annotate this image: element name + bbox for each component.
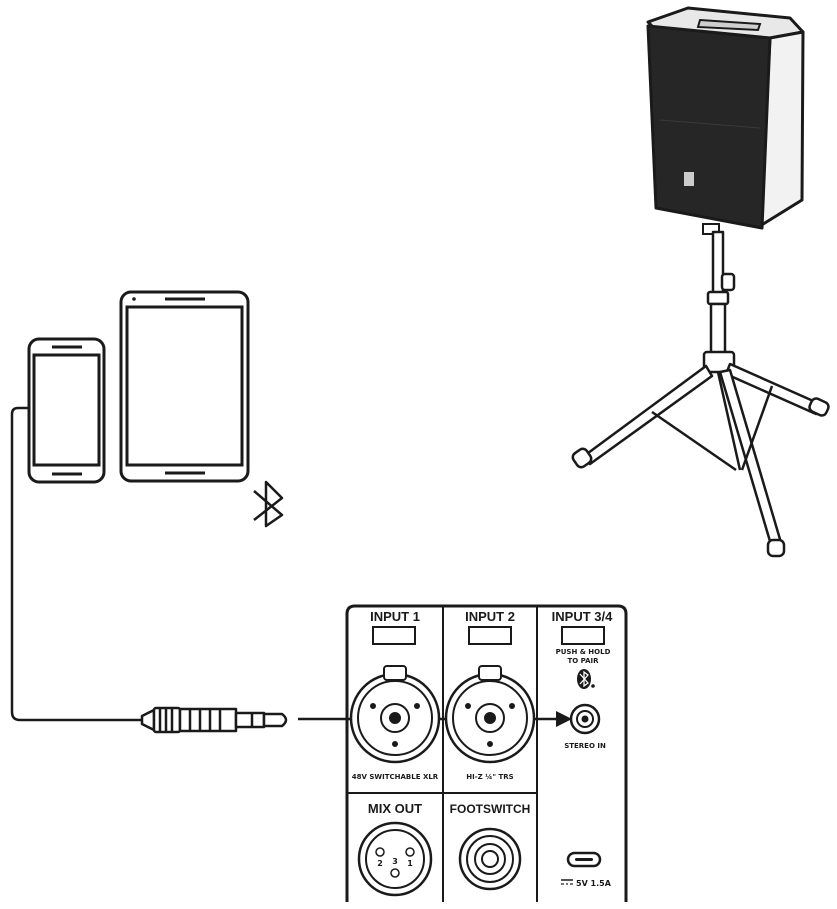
speaker-icon — [646, 6, 805, 235]
mix-out-pin3-label: 3 — [392, 857, 398, 866]
mix-out-pin2-label: 2 — [377, 859, 383, 868]
usb-c-icon[interactable] — [566, 851, 602, 868]
stereo-in-caption: STEREO IN — [564, 742, 606, 750]
input34-title: INPUT 3/4 — [552, 609, 613, 624]
mix-out-pin1-label: 1 — [407, 859, 413, 868]
usb-caption: 5V 1.5A — [576, 879, 612, 888]
bluetooth-icon — [253, 480, 284, 528]
dc-symbol-icon — [561, 879, 573, 885]
panel-bluetooth-icon — [577, 669, 595, 689]
input2-combo-jack[interactable] — [444, 665, 536, 764]
input1-title: INPUT 1 — [370, 609, 420, 624]
trs-plug-icon — [140, 706, 288, 734]
input2-caption: HI-Z ¼" TRS — [466, 773, 513, 781]
pair-button[interactable] — [561, 626, 605, 645]
mix-out-title: MIX OUT — [368, 801, 422, 816]
footswitch-jack[interactable] — [458, 827, 522, 891]
audio-cable — [10, 406, 142, 722]
input1-caption: 48V SWITCHABLE XLR — [352, 773, 439, 781]
smartphone-icon — [27, 337, 106, 484]
rear-panel: INPUT 1 INPUT 2 INPUT 3/4 48V SWITCHABLE… — [345, 604, 628, 902]
footswitch-title: FOOTSWITCH — [450, 802, 531, 816]
mix-out-xlr-jack[interactable] — [357, 821, 433, 897]
input1-combo-jack[interactable] — [349, 665, 441, 764]
input1-label-strip — [372, 626, 416, 645]
tablet-icon — [119, 290, 250, 483]
input2-label-strip — [468, 626, 512, 645]
tripod-stand-icon — [571, 230, 830, 558]
input2-title: INPUT 2 — [465, 609, 515, 624]
pair-instruction-line1: PUSH & HOLD — [556, 648, 611, 656]
stereo-in-jack[interactable] — [569, 703, 601, 735]
pair-instruction-line2: TO PAIR — [567, 657, 599, 665]
